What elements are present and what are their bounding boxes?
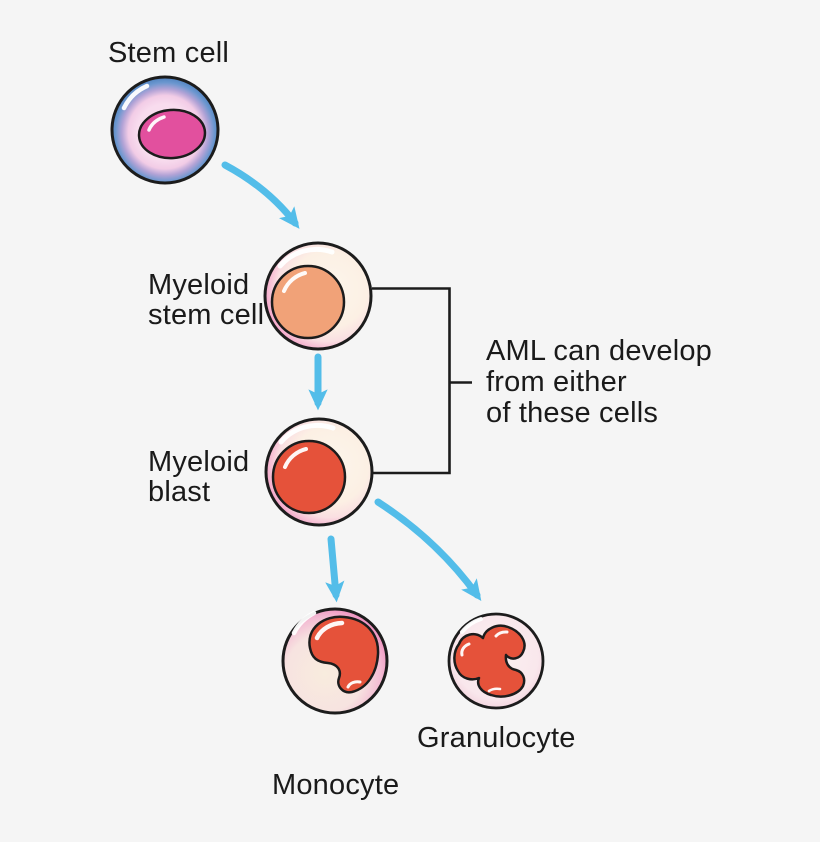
myeloid-blast-nucleus-highlight bbox=[283, 447, 308, 469]
myeloid-blast bbox=[264, 417, 374, 527]
granulocyte-nucleus-highlight-left bbox=[460, 642, 471, 657]
aml-annotation: AML can develop from either of these cel… bbox=[486, 336, 712, 429]
myeloid-stem-cell-nucleus-highlight bbox=[282, 271, 307, 293]
granulocyte-highlight bbox=[460, 617, 483, 634]
arrow-blast-to-monocyte bbox=[325, 535, 345, 603]
flow-arrows bbox=[221, 161, 482, 603]
arrow-blast-to-granulocyte bbox=[374, 498, 482, 601]
myeloid-blast-nucleus bbox=[271, 439, 347, 515]
aml-annotation-line2: from either bbox=[486, 366, 627, 398]
myeloid-blast-label-line2: blast bbox=[148, 476, 211, 508]
monocyte-nucleus-highlight bbox=[314, 620, 345, 641]
stem-cell bbox=[110, 75, 220, 185]
aml-annotation-line3: of these cells bbox=[486, 397, 659, 429]
granulocyte-nucleus-highlight-bottom bbox=[487, 687, 502, 693]
stem-cell-highlight bbox=[121, 83, 150, 111]
myeloid-stem-cell-nucleus bbox=[270, 264, 346, 340]
granulocyte-nucleus bbox=[453, 624, 526, 698]
monocyte-nucleus bbox=[308, 615, 380, 694]
myeloid-blast-highlight bbox=[278, 422, 336, 445]
myeloid-stem-cell-label-line1: Myeloid bbox=[148, 269, 250, 301]
myeloid-blast-label-line1: Myeloid bbox=[148, 446, 250, 478]
myeloid-blast-label: Myeloid blast bbox=[148, 447, 249, 507]
arrow-stem-to-myeloid-stem bbox=[221, 161, 300, 229]
myeloid-stem-cell-label-line2: stem cell bbox=[148, 299, 265, 331]
myeloid-stem-cell bbox=[263, 241, 373, 351]
monocyte-nucleus-tail-highlight bbox=[346, 680, 362, 689]
myeloid-stem-cell-highlight bbox=[277, 246, 335, 269]
aml-annotation-line1: AML can develop bbox=[486, 335, 713, 367]
stem-cell-label: Stem cell bbox=[108, 37, 230, 69]
granulocyte-label: Granulocyte bbox=[417, 722, 576, 754]
monocyte-highlight bbox=[291, 610, 317, 636]
stem-cell-nucleus-highlight bbox=[147, 115, 166, 132]
myeloid-stem-cell-label: Myeloid stem cell bbox=[148, 270, 264, 330]
granulocyte-nucleus-highlight-top bbox=[494, 630, 509, 638]
granulocyte bbox=[447, 612, 545, 710]
monocyte bbox=[281, 607, 389, 715]
monocyte-label: Monocyte bbox=[272, 769, 400, 801]
bracket bbox=[371, 287, 472, 475]
